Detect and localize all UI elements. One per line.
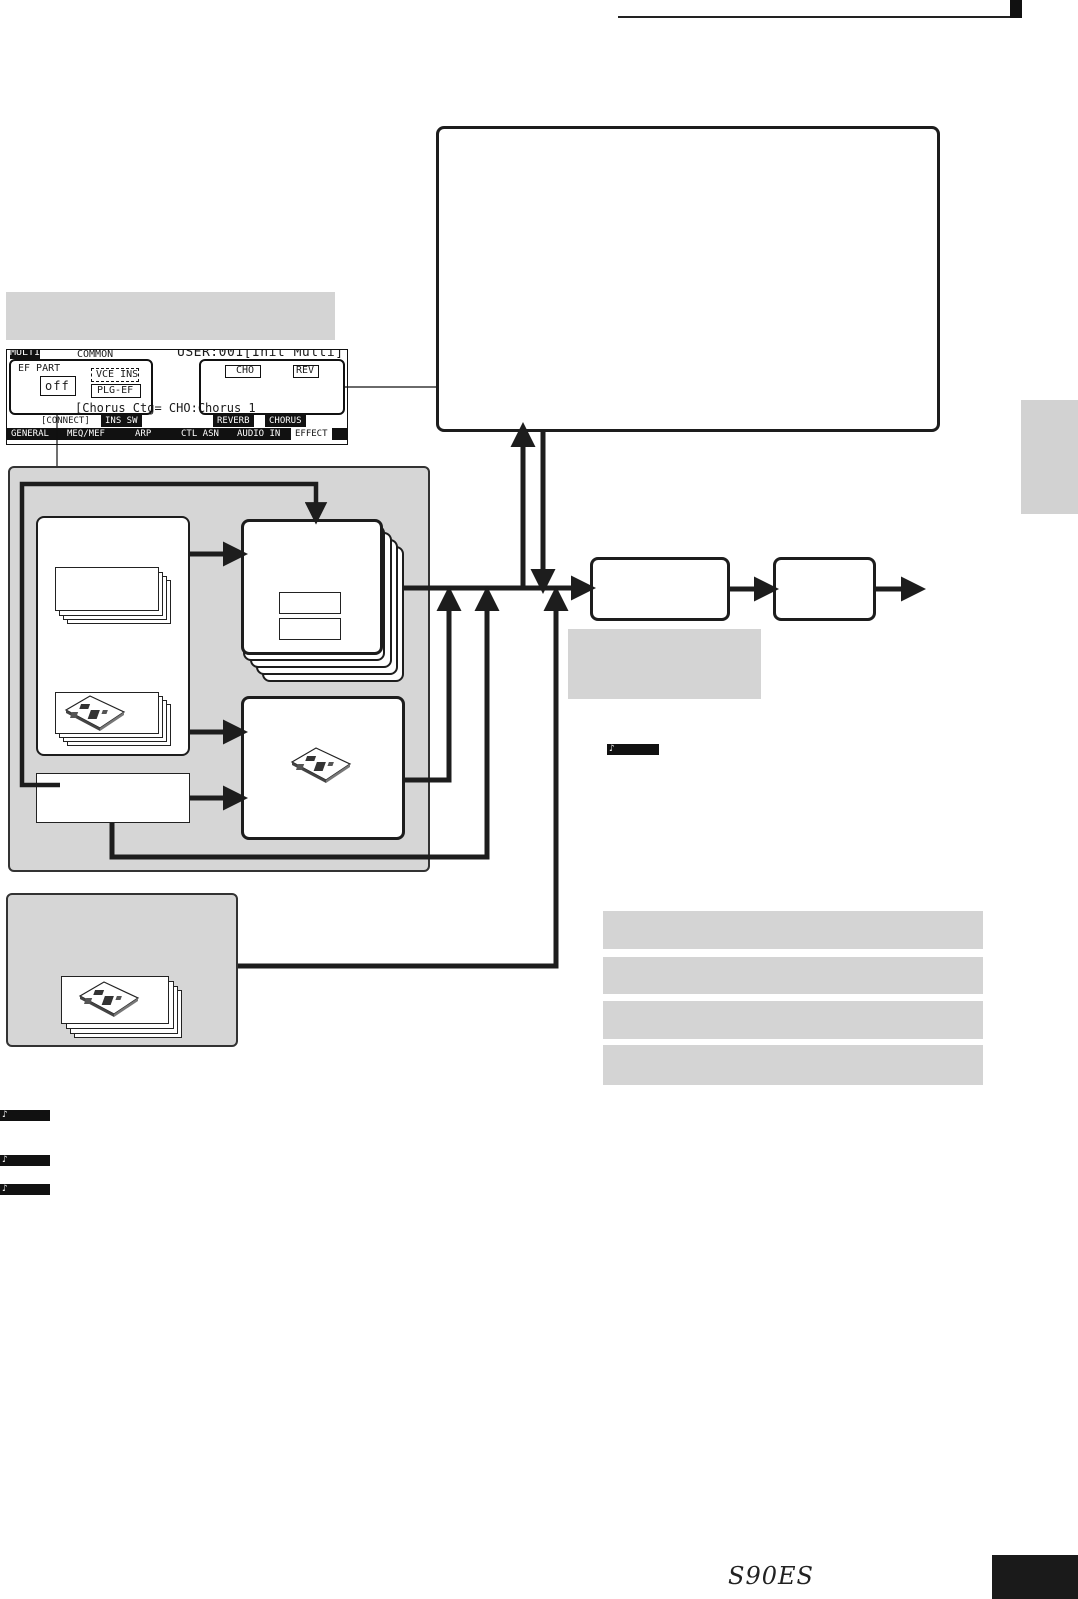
loop-arrow	[22, 484, 316, 785]
lcd-system-frame	[200, 360, 344, 414]
plugin-output-arrow	[405, 600, 449, 780]
lcd-ef-frame	[10, 360, 152, 414]
input-bypass-arrow	[112, 600, 487, 857]
circuit-board-icon	[80, 982, 138, 1017]
plugin-part-arrow	[238, 600, 556, 966]
circuit-board-icon	[66, 696, 124, 731]
circuit-board-icon	[292, 748, 350, 783]
